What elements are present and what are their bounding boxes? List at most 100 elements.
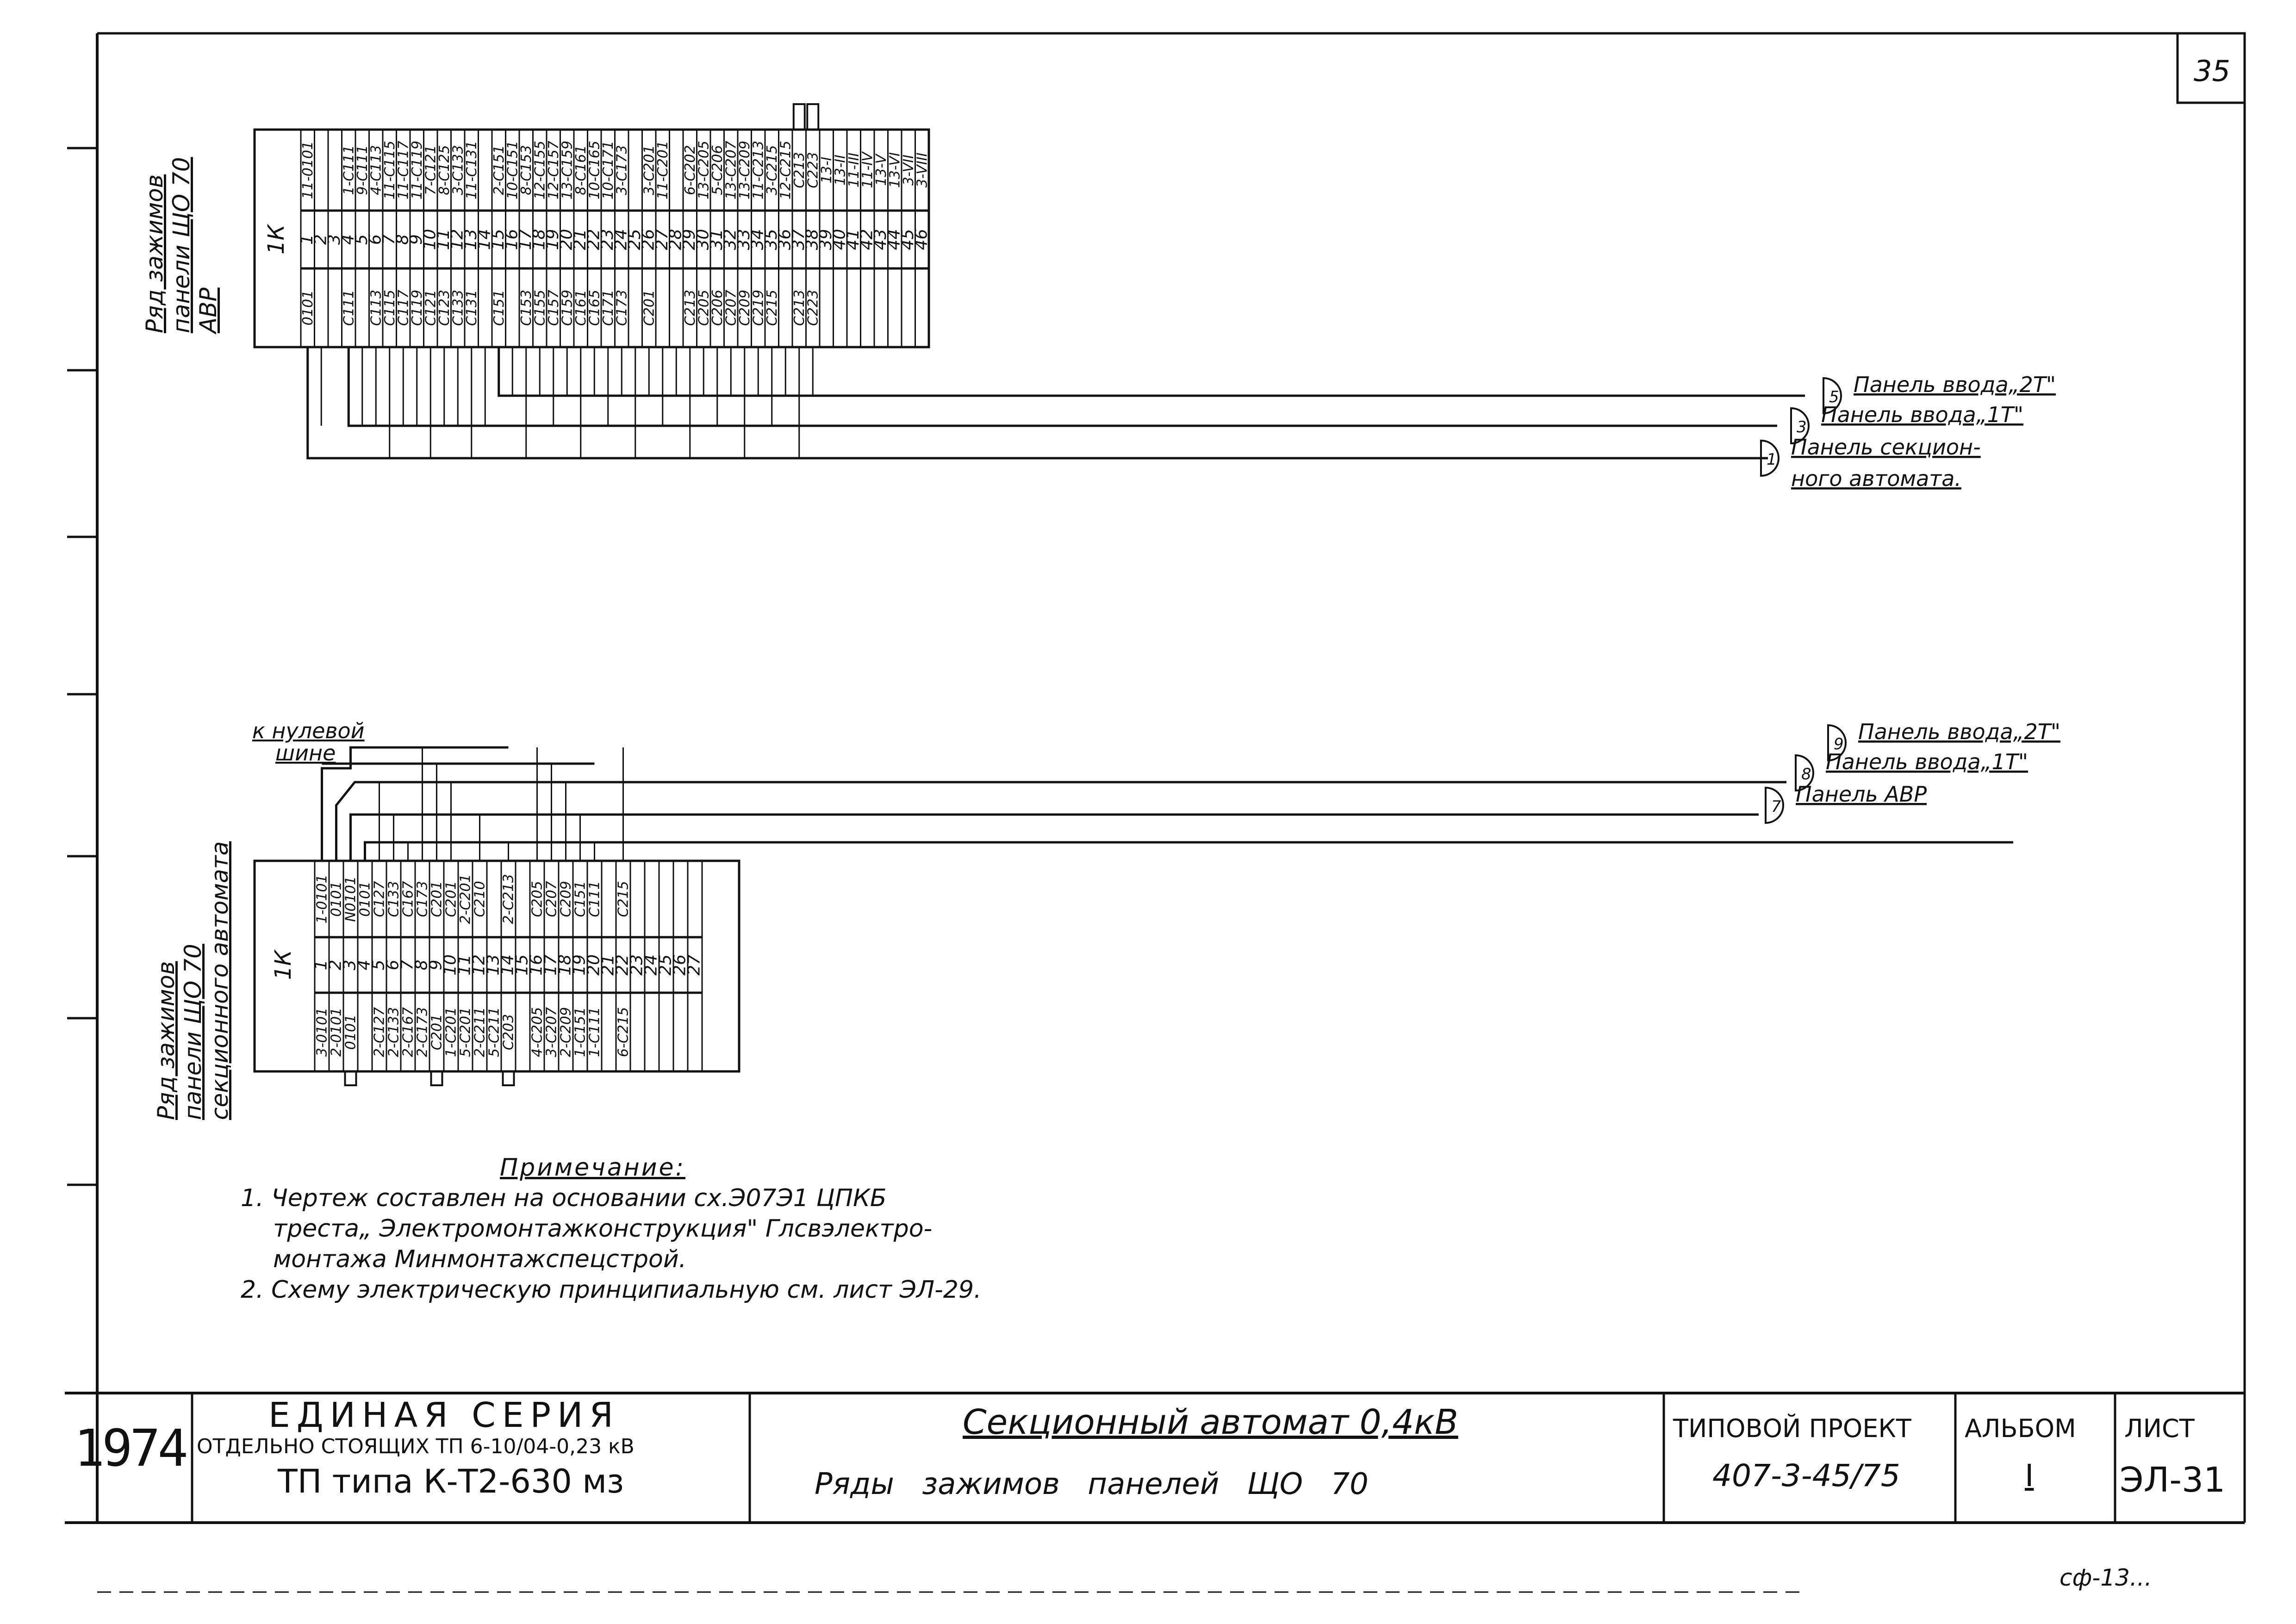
wire-bus — [321, 746, 408, 861]
avr-terminal-num-46: 46 — [912, 229, 931, 250]
avr-terminal-right-11: 8-С125 — [436, 145, 453, 195]
plug-connector-icon — [1823, 377, 1842, 415]
sheet-frame — [65, 32, 2246, 1593]
connector-label: Панель секцион- — [1791, 435, 1981, 460]
sec-terminal-num-21: 21 — [599, 954, 618, 976]
stamp-sheet-value: ЭЛ-31 — [2120, 1460, 2226, 1500]
avr-terminal-left-38: С223 — [805, 290, 821, 326]
avr-terminal-num-4: 4 — [338, 234, 357, 245]
sec-terminal-num-2: 2 — [326, 960, 345, 971]
sec-terminal-num-18: 18 — [556, 954, 575, 976]
sec-terminal-left-14: С203 — [501, 1014, 517, 1050]
sec-terminal-left-20: 1-С111 — [587, 1007, 603, 1057]
connector-number: 3 — [1797, 418, 1807, 436]
avr-terminal-num-34: 34 — [748, 229, 767, 250]
avr-terminal-num-37: 37 — [789, 229, 808, 250]
sec-terminal-left-10: 1-С201 — [443, 1007, 460, 1057]
avr-terminal-right-35: 3-С215 — [764, 145, 780, 195]
avr-terminal-left-1: 0101 — [300, 290, 316, 325]
stamp-tp-type: ТП типа К-Т2-630 мз — [278, 1462, 624, 1500]
avr-terminal-right-22: 10-С165 — [586, 141, 603, 199]
avr-terminal-right-45: 3-VII — [901, 155, 917, 186]
avr-terminal-left-26: С201 — [641, 290, 657, 326]
avr-terminal-right-30: 13-С205 — [696, 141, 712, 199]
avr-terminal-left-21: С161 — [573, 290, 589, 326]
sec-terminal-left-13: 5-С211 — [486, 1007, 503, 1057]
connector-label-cont: ного автомата. — [1791, 466, 1961, 491]
label-line: панели ЩО 70 — [180, 944, 206, 1120]
avr-terminal-right-18: 12-С155 — [532, 141, 548, 199]
notes-title: Примечание: — [500, 1154, 686, 1182]
avr-terminal-right-24: 3-С173 — [614, 145, 630, 195]
avr-terminal-num-11: 11 — [434, 229, 453, 250]
connector-label: Панель ввода„2Т" — [1858, 719, 2060, 744]
stamp-series-sub: ОТДЕЛЬНО СТОЯЩИХ ТП 6-10/04-0,23 кВ — [197, 1435, 635, 1458]
sec-terminal-left-11: 5-С201 — [458, 1007, 474, 1057]
avr-terminal-left-17: С153 — [518, 290, 535, 326]
avr-terminal-right-20: 13-С159 — [559, 141, 575, 199]
avr-terminal-left-24: С173 — [614, 290, 630, 326]
avr-terminal-right-1: 11-0101 — [300, 141, 316, 199]
sec-terminal-right-16: С205 — [529, 881, 546, 917]
wire-sec-8 — [349, 813, 1759, 861]
sec-terminal-right-11: 2-С201 — [458, 874, 474, 924]
plug-connector-icon — [1790, 407, 1810, 445]
stamp-title-sub: Ряды зажимов панелей ЩО 70 — [815, 1467, 1369, 1501]
stamp-album-value: I — [2025, 1458, 2034, 1493]
avr-terminal-num-27: 27 — [653, 229, 672, 250]
sec-terminal-left-19: 1-С151 — [572, 1007, 589, 1057]
sec-terminal-right-14: 2-С213 — [501, 874, 517, 924]
avr-terminal-num-5: 5 — [352, 234, 371, 245]
avr-terminal-num-36: 36 — [775, 229, 794, 250]
sec-terminal-num-3: 3 — [341, 960, 360, 971]
sec-terminal-right-18: С209 — [558, 881, 574, 917]
sec-terminal-right-19: С151 — [572, 881, 589, 917]
avr-terminal-num-32: 32 — [721, 229, 740, 250]
sec-terminal-right-7: С167 — [400, 881, 417, 917]
note-line: 2. Схему электрическую принципиальную см… — [241, 1276, 982, 1304]
stamp-sheet-label: ЛИСТ — [2124, 1414, 2195, 1443]
avr-terminal-left-18: С155 — [532, 290, 548, 326]
stamp-series-title: ЕДИНАЯ СЕРИЯ — [268, 1395, 620, 1435]
sec-terminal-num-13: 13 — [484, 954, 503, 976]
avr-terminal-num-28: 28 — [666, 229, 685, 250]
connector-number: 9 — [1834, 735, 1844, 753]
avr-terminal-num-40: 40 — [830, 229, 849, 250]
stamp-project-value: 407-3-45/75 — [1712, 1458, 1900, 1493]
sec-terminal-left-7: 2-С167 — [400, 1007, 417, 1057]
note-line: 1. Чертеж составлен на основании сх.Э07Э… — [241, 1184, 887, 1212]
avr-terminal-num-12: 12 — [448, 229, 467, 250]
avr-terminal-num-18: 18 — [529, 229, 548, 250]
sec-terminal-num-17: 17 — [541, 954, 560, 976]
avr-terminal-right-44: 13-VI — [887, 152, 903, 188]
note-line: монтажа Минмонтажспецстрой. — [273, 1245, 687, 1273]
avr-terminal-right-31: 5-С206 — [709, 145, 726, 195]
avr-terminal-right-4: 1-С111 — [341, 145, 357, 195]
terminal-block-section: 1К1-01010101N01010101С127С133С167С173С20… — [253, 719, 2060, 1086]
sec-terminal-left-5: 2-С127 — [372, 1007, 388, 1057]
avr-terminal-right-10: 7-С121 — [423, 145, 439, 195]
wire-avr-5 — [498, 347, 1805, 397]
avr-terminal-right-9: 11-С119 — [409, 141, 425, 199]
avr-terminal-num-2: 2 — [311, 234, 330, 245]
avr-terminal-right-42: 11-IV — [859, 151, 876, 188]
avr-terminal-right-38: С223 — [805, 152, 821, 188]
wire-sec-9 — [335, 781, 1786, 861]
connector-number: 1 — [1767, 450, 1777, 469]
sec-terminal-right-12: С210 — [472, 881, 488, 917]
note-line: треста„ Электромонтажконструкция" Глсвэл… — [273, 1215, 933, 1243]
avr-terminal-num-8: 8 — [393, 234, 412, 245]
sec-terminal-num-27: 27 — [685, 954, 704, 976]
avr-terminal-right-7: 11-С115 — [382, 141, 398, 199]
avr-terminal-right-36: 12-С215 — [778, 141, 794, 199]
sec-terminal-num-22: 22 — [613, 954, 632, 976]
avr-terminal-left-11: С123 — [436, 290, 453, 326]
sec-terminal-num-1: 1 — [312, 960, 331, 971]
sec-terminal-num-9: 9 — [427, 960, 446, 971]
avr-terminal-num-3: 3 — [325, 234, 344, 245]
sec-terminal-left-3: 0101 — [343, 1014, 359, 1050]
avr-terminal-num-21: 21 — [571, 229, 590, 250]
avr-terminal-left-20: С159 — [559, 290, 575, 326]
avr-terminal-left-13: С131 — [464, 290, 480, 326]
avr-terminal-num-45: 45 — [898, 229, 917, 250]
